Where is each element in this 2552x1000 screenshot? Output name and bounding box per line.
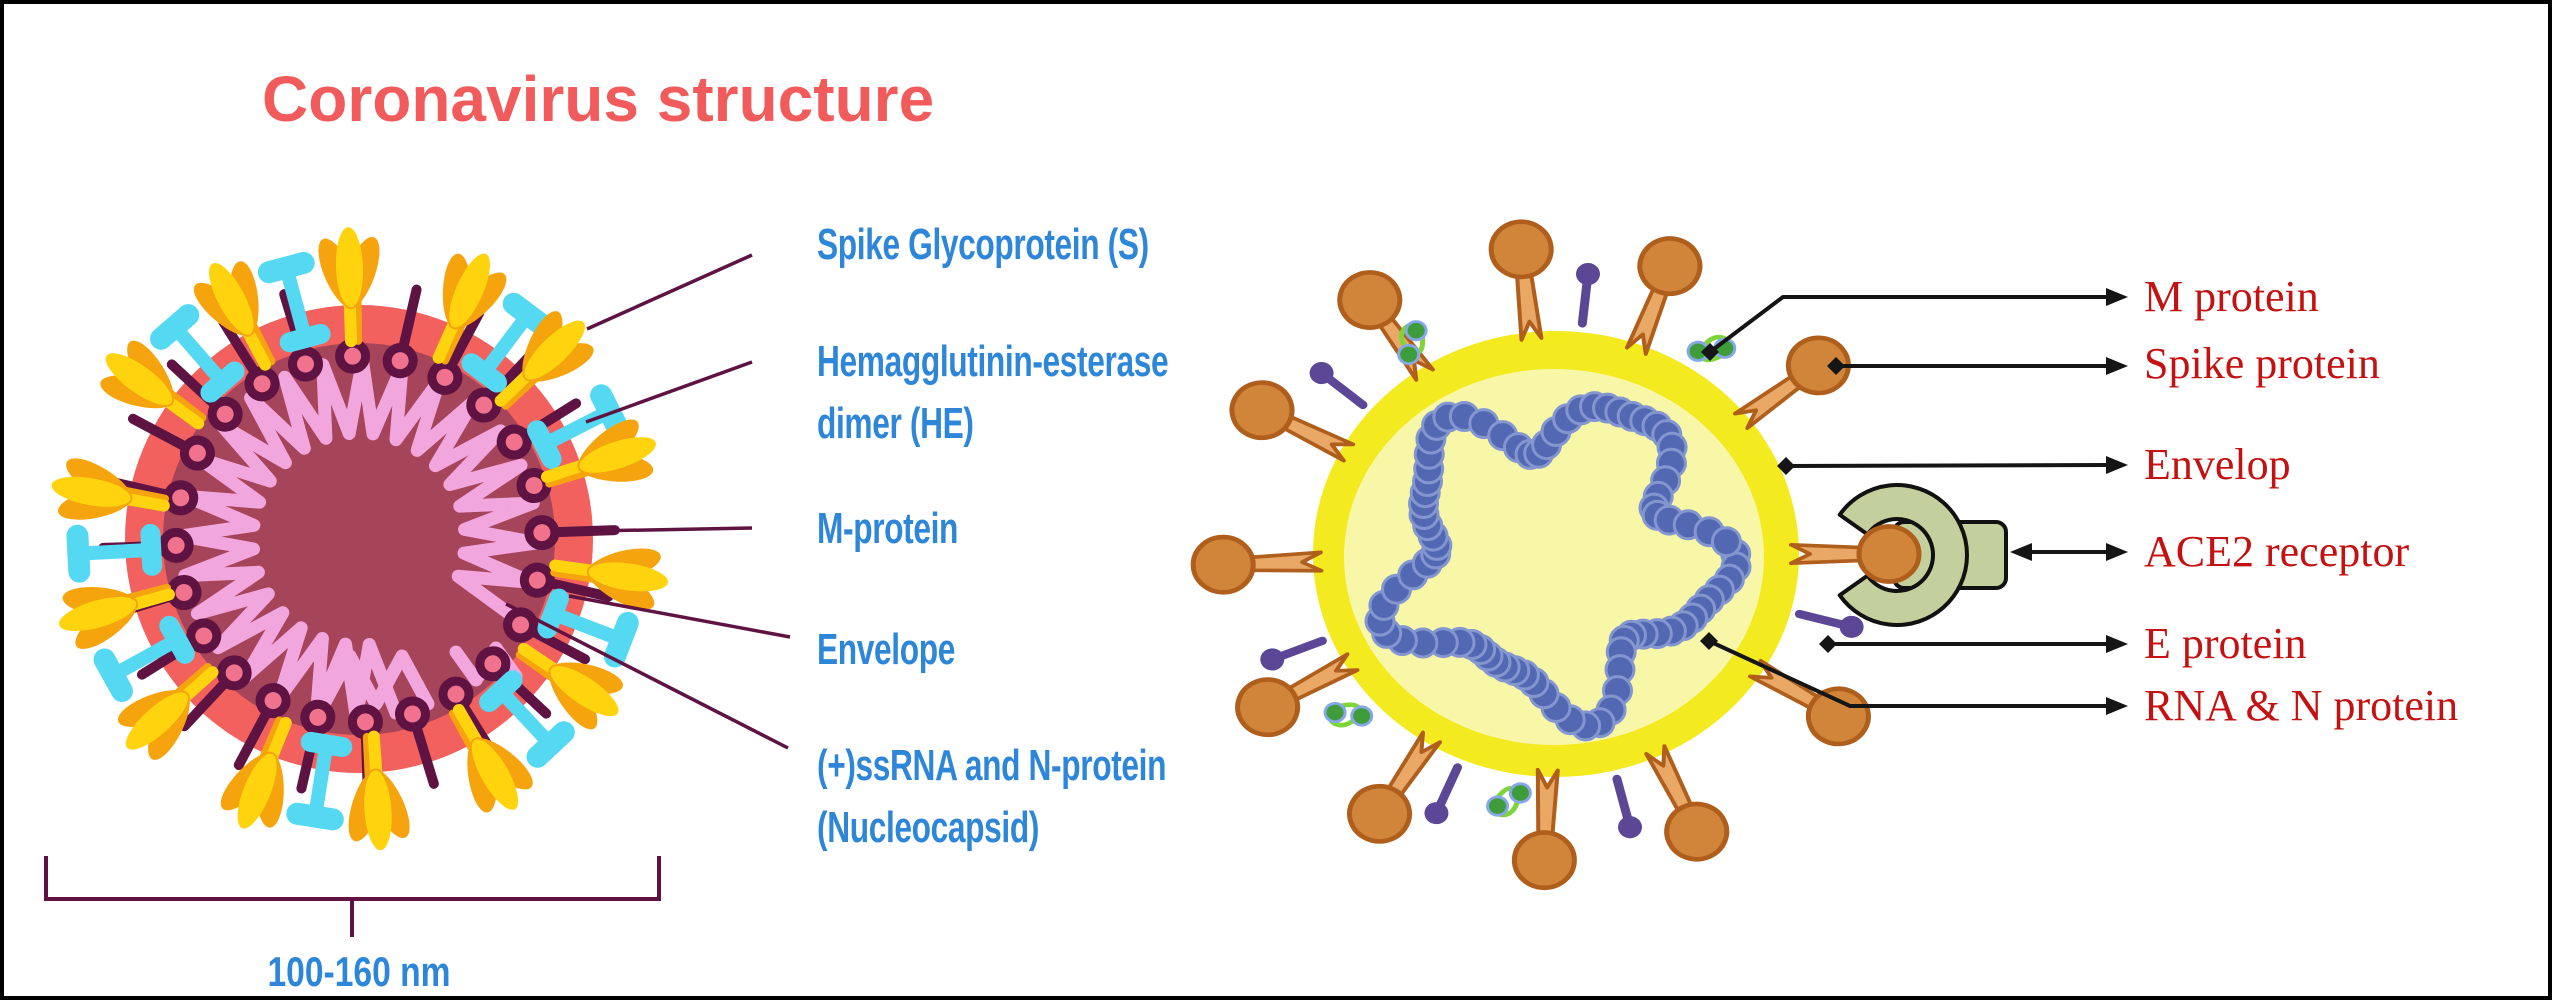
m-protein-arrowhead [2106,288,2128,306]
spike-glycoprotein [549,548,669,610]
m-protein-arrow [1708,295,2106,354]
rna-n-arrow [1708,639,2106,708]
spike-protein-source-diamond [1827,357,1845,375]
spike-protein-arrowhead [2106,357,2128,375]
page-title: Coronavirus structure [262,63,935,135]
e-protein-arrowhead [2106,635,2128,653]
e-protein-pin [1794,609,1864,638]
spike-protein [1747,658,1871,747]
size-bracket [44,856,661,937]
rna-n-arrowhead [2106,697,2128,715]
right-label-arrows [1700,288,2128,715]
right-rna-bead-chain [1364,391,1752,742]
label-he-dimer: Hemagglutinin-esterase dimer (HE) [817,337,1169,448]
spike-glycoprotein [220,716,292,829]
right-virus-illustration [1190,219,2128,891]
spike-protein [1511,767,1577,891]
ace2-horseshoe [1837,483,1969,627]
envelop-arrow [1785,463,2107,468]
right-e-protein-pins [1260,262,1864,839]
right-spike-proteins [1190,219,1922,891]
spike-glycoprotein [515,642,623,730]
m-protein-marker [1486,782,1532,818]
he-dimer [150,304,245,403]
spike-protein [1733,335,1851,430]
label-spike-glycoprotein: Spike Glycoprotein (S) [817,220,1149,269]
ace2-arrowhead-right [2106,543,2128,561]
e-protein-source-diamond [1819,635,1837,653]
label-spike-protein: Spike protein [2144,339,2380,388]
spike-label-line [586,253,753,331]
m-protein-pin [519,562,614,602]
rna-label-line [505,602,789,750]
he-dimer [93,615,195,702]
left-m-protein-pins [98,278,620,800]
spike-protein [1789,524,1922,584]
label-m-protein-right: M protein [2144,272,2319,321]
spike-protein [1624,236,1703,356]
m-protein-pin [233,683,291,771]
he-dimer [66,523,163,583]
m-protein-marker [1323,701,1374,728]
spike-glycoprotein [58,583,175,649]
e-protein-pin [1260,636,1327,671]
m-protein-pin [218,316,280,402]
spike-glycoprotein [193,261,276,371]
m-protein-pin [395,696,439,789]
m-protein-marker [1397,320,1428,366]
e-protein-pin [1424,763,1463,825]
e-protein-pin [1309,362,1368,410]
left-spike-glycoproteins [51,227,669,851]
label-envelop: Envelop [2144,440,2291,489]
spike-glycoprotein [448,703,533,813]
rna-n-source-diamond [1700,632,1718,650]
e-protein-pin [1575,262,1600,328]
e-protein-pin [1612,774,1643,839]
spike-glycoprotein [432,253,507,365]
left-virus-illustration [44,227,791,937]
m-protein-source-diamond [1701,343,1719,361]
rna-bead [1710,526,1742,558]
spike-protein [1229,380,1356,463]
ace2-receptor-shape [1837,483,2008,627]
virus-illustrations [44,219,2128,937]
spike-glycoprotein [541,419,656,488]
label-envelope: Envelope [817,625,955,674]
size-label: 100-160 nm [267,948,451,995]
label-rna-n-protein: RNA & N protein [2144,681,2459,730]
spike-glycoprotein [100,340,207,430]
label-m-protein-left: M-protein [817,504,959,553]
spike-glycoprotein [494,311,594,410]
spike-protein [1235,652,1360,738]
label-ssrna-nucleocapsid: (+)ssRNA and N-protein (Nucleocapsid) [817,741,1167,852]
he-label-line [585,360,753,424]
spike-glycoprotein [348,730,410,851]
spike-protein [1190,534,1324,595]
m-protein-pin [179,655,252,732]
envelop-arrowhead [2106,456,2128,474]
label-ace2-receptor: ACE2 receptor [2144,527,2410,576]
spike-protein [1644,744,1730,862]
he-dimer [479,670,575,768]
envelope-label-line [568,594,791,639]
m-protein-pin [427,307,485,395]
right-m-protein-markers [1323,320,1737,818]
rna-squiggle-piece [317,649,435,711]
spike-glycoprotein [117,663,219,760]
spike-glycoprotein [318,227,380,348]
spike-glycoprotein [51,458,170,520]
spike-protein [1347,730,1442,844]
envelop-source-diamond [1777,457,1795,475]
m-protein-pin [382,284,422,379]
he-dimer [286,731,353,831]
he-dimer [257,251,331,353]
ace2-arrowhead-left [2010,543,2032,561]
m-protein-label-line [591,526,753,533]
spike-protein [1488,219,1554,342]
m-protein-pin [127,413,215,471]
label-e-protein: E protein [2144,619,2307,668]
